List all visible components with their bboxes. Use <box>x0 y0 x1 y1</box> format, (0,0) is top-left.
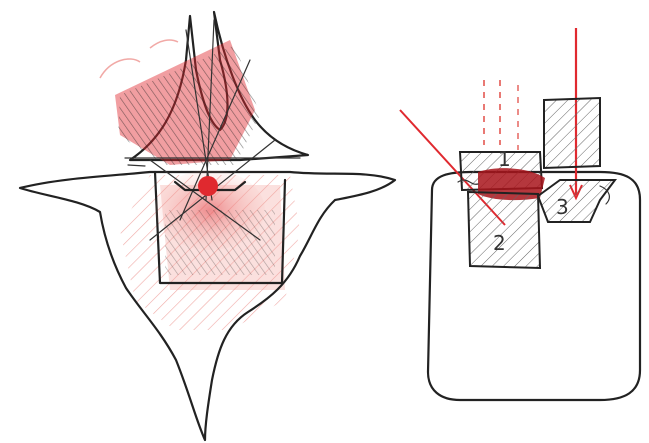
block-tall <box>544 98 600 168</box>
label-1: 1 <box>498 147 511 171</box>
label-2: 2 <box>493 231 506 255</box>
block-3 <box>538 180 615 222</box>
dashed-red-arrows <box>484 80 518 150</box>
label-3: 3 <box>556 195 569 219</box>
left-vertebra-sketch <box>20 12 395 440</box>
right-vertebra-sketch: 1 2 3 <box>400 28 640 400</box>
lesion-target-dot <box>198 176 218 196</box>
canal-red-hatch <box>165 210 275 275</box>
block-2 <box>468 192 540 268</box>
